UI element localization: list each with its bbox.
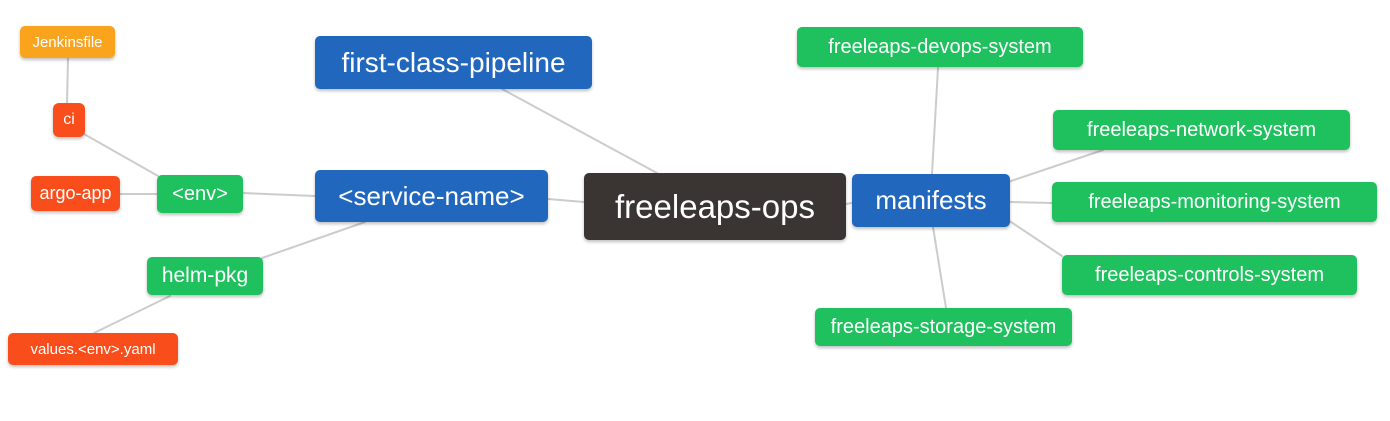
node-freeleaps-network-system[interactable]: freeleaps-network-system xyxy=(1053,110,1350,150)
node-jenkinsfile[interactable]: Jenkinsfile xyxy=(20,26,115,58)
node-freeleaps-ops[interactable]: freeleaps-ops xyxy=(584,173,846,240)
node-ci[interactable]: ci xyxy=(53,103,85,137)
edge-manifests-controls xyxy=(1007,219,1063,257)
node-helm-pkg[interactable]: helm-pkg xyxy=(147,257,263,295)
edge-ci-jenkinsfile xyxy=(66,57,69,104)
node-argo-app[interactable]: argo-app xyxy=(31,176,120,211)
edge-manifests-network xyxy=(1007,149,1104,183)
node-env[interactable]: <env> xyxy=(157,175,243,213)
node-service-name[interactable]: <service-name> xyxy=(315,170,548,222)
edge-service-name-helm-pkg xyxy=(261,221,366,259)
edge-service-name-env xyxy=(242,192,316,197)
edge-ops-service-name xyxy=(547,198,585,203)
node-manifests[interactable]: manifests xyxy=(852,174,1010,227)
edge-ops-manifests xyxy=(845,202,853,205)
node-freeleaps-storage-system[interactable]: freeleaps-storage-system xyxy=(815,308,1072,346)
node-first-class-pipeline[interactable]: first-class-pipeline xyxy=(315,36,592,89)
node-freeleaps-controls-system[interactable]: freeleaps-controls-system xyxy=(1062,255,1357,295)
edge-helm-pkg-values xyxy=(93,295,171,334)
node-freeleaps-devops-system[interactable]: freeleaps-devops-system xyxy=(797,27,1083,67)
edge-manifests-monitoring xyxy=(1009,201,1053,204)
node-freeleaps-monitoring-system[interactable]: freeleaps-monitoring-system xyxy=(1052,182,1377,222)
node-values-env-yaml[interactable]: values.<env>.yaml xyxy=(8,333,178,365)
edge-manifests-storage xyxy=(932,226,947,309)
edge-ops-first-class-pipeline xyxy=(501,88,658,174)
edge-manifests-devops xyxy=(931,67,939,175)
edge-env-ci xyxy=(83,133,159,177)
